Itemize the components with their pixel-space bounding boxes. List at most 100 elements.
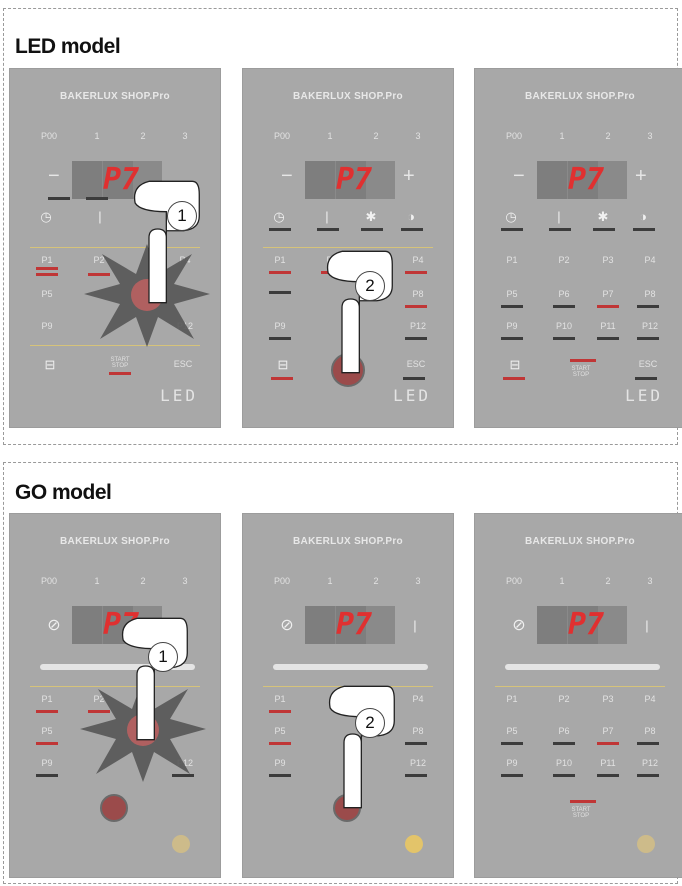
steam-icon[interactable]: | — [639, 618, 655, 634]
indicator-bar — [269, 742, 291, 745]
program-label[interactable]: P6 — [549, 289, 579, 299]
zone-label: 1 — [82, 131, 112, 141]
go-panel-result: BAKERLUX SHOP.Pro P00 1 2 3 ⊘ P7 | P1 P2… — [474, 513, 682, 878]
minus-button[interactable]: − — [281, 165, 293, 188]
program-label[interactable]: P8 — [635, 289, 665, 299]
program-label[interactable]: P8 — [635, 726, 665, 736]
program-label[interactable]: P9 — [32, 758, 62, 768]
program-label[interactable]: P12 — [635, 321, 665, 331]
indicator-bar — [361, 228, 383, 231]
timer-icon[interactable]: ⊘ — [46, 618, 62, 634]
start-stop-button[interactable]: START STOP — [563, 357, 599, 375]
led-panel-step-1: BAKERLUX SHOP.Pro P00 1 2 3 − P7 ◷ | P1 … — [9, 68, 221, 428]
indicator-bar — [403, 377, 425, 380]
indicator-bar — [637, 337, 659, 340]
timer-icon[interactable]: ◷ — [271, 209, 287, 225]
program-label[interactable]: P1 — [265, 694, 295, 704]
program-label[interactable]: P1 — [497, 694, 527, 704]
program-label[interactable]: P5 — [32, 726, 62, 736]
zone-label: P00 — [499, 131, 529, 141]
start-stop-label: START STOP — [563, 366, 599, 378]
program-label[interactable]: P5 — [497, 726, 527, 736]
program-label[interactable]: P1 — [32, 694, 62, 704]
steam-icon[interactable]: | — [92, 209, 108, 225]
esc-label[interactable]: ESC — [633, 359, 663, 369]
program-label[interactable]: P11 — [593, 758, 623, 768]
zone-label: 1 — [547, 131, 577, 141]
program-label[interactable]: P7 — [593, 289, 623, 299]
program-label[interactable]: P2 — [549, 255, 579, 265]
oven-icon[interactable]: ⊟ — [275, 357, 291, 373]
program-label[interactable]: P5 — [265, 726, 295, 736]
plus-button[interactable]: + — [635, 165, 647, 188]
indicator-bar — [633, 228, 655, 231]
timer-icon[interactable]: ⊘ — [279, 618, 295, 634]
oven-icon[interactable]: ⊟ — [507, 357, 523, 373]
program-label[interactable]: P9 — [32, 321, 62, 331]
zone-label: 3 — [635, 576, 665, 586]
fan-icon[interactable]: ✱ — [363, 209, 379, 225]
program-label[interactable]: P11 — [593, 321, 623, 331]
minus-button[interactable]: − — [513, 165, 525, 188]
go-logo — [172, 835, 190, 853]
program-label[interactable]: P7 — [593, 726, 623, 736]
program-label[interactable]: P3 — [593, 694, 623, 704]
steam-icon[interactable]: | — [407, 618, 423, 634]
program-label[interactable]: P12 — [403, 321, 433, 331]
power-icon[interactable]: ◑ — [635, 209, 651, 225]
display-digit: P7 — [336, 606, 366, 644]
esc-label[interactable]: ESC — [401, 359, 431, 369]
steam-icon[interactable]: | — [319, 209, 335, 225]
led-model-section: LED model BAKERLUX SHOP.Pro P00 1 2 3 − … — [3, 8, 678, 445]
oven-icon[interactable]: ⊟ — [42, 357, 58, 373]
program-label[interactable]: P10 — [549, 758, 579, 768]
program-label[interactable]: P10 — [549, 321, 579, 331]
program-label[interactable]: P4 — [635, 694, 665, 704]
program-label[interactable]: P12 — [403, 758, 433, 768]
program-label[interactable]: P6 — [549, 726, 579, 736]
indicator-bar — [501, 228, 523, 231]
steam-icon[interactable]: | — [551, 209, 567, 225]
power-icon[interactable]: ◑ — [403, 209, 419, 225]
indicator-bar — [549, 228, 571, 231]
program-label[interactable]: P9 — [265, 758, 295, 768]
minus-button[interactable]: − — [48, 165, 60, 188]
program-label[interactable]: P12 — [635, 758, 665, 768]
step-badge: 2 — [355, 708, 385, 738]
timer-icon[interactable]: ◷ — [38, 209, 54, 225]
temperature-slider[interactable] — [505, 664, 660, 670]
program-label[interactable]: P4 — [635, 255, 665, 265]
temperature-slider[interactable] — [273, 664, 428, 670]
program-label[interactable]: P5 — [32, 289, 62, 299]
program-display: P7 — [537, 161, 627, 199]
start-stop-button[interactable]: START STOP — [102, 357, 138, 375]
esc-label[interactable]: ESC — [168, 359, 198, 369]
program-label[interactable]: P8 — [403, 726, 433, 736]
section-title-go: GO model — [15, 481, 111, 505]
pointing-hand-icon — [110, 614, 190, 744]
program-label[interactable]: P9 — [497, 758, 527, 768]
indicator-bar — [637, 774, 659, 777]
program-label[interactable]: P4 — [403, 694, 433, 704]
program-label[interactable]: P1 — [265, 255, 295, 265]
timer-icon[interactable]: ◷ — [503, 209, 519, 225]
program-label[interactable]: P8 — [403, 289, 433, 299]
indicator-bar — [269, 710, 291, 713]
program-label[interactable]: P2 — [549, 694, 579, 704]
start-stop-button[interactable] — [100, 794, 128, 822]
go-panel-step-2: BAKERLUX SHOP.Pro P00 1 2 3 ⊘ P7 | P1 P4… — [242, 513, 454, 878]
zone-label: 1 — [315, 576, 345, 586]
plus-button[interactable]: + — [403, 165, 415, 188]
fan-icon[interactable]: ✱ — [595, 209, 611, 225]
program-label[interactable]: P1 — [497, 255, 527, 265]
step-badge: 2 — [355, 271, 385, 301]
program-label[interactable]: P9 — [497, 321, 527, 331]
start-stop-button[interactable]: START STOP — [563, 798, 599, 816]
timer-icon[interactable]: ⊘ — [511, 618, 527, 634]
program-label[interactable]: P1 — [32, 255, 62, 265]
zone-label: 1 — [315, 131, 345, 141]
program-label[interactable]: P5 — [497, 289, 527, 299]
program-label[interactable]: P9 — [265, 321, 295, 331]
program-label[interactable]: P3 — [593, 255, 623, 265]
program-label[interactable]: P4 — [403, 255, 433, 265]
